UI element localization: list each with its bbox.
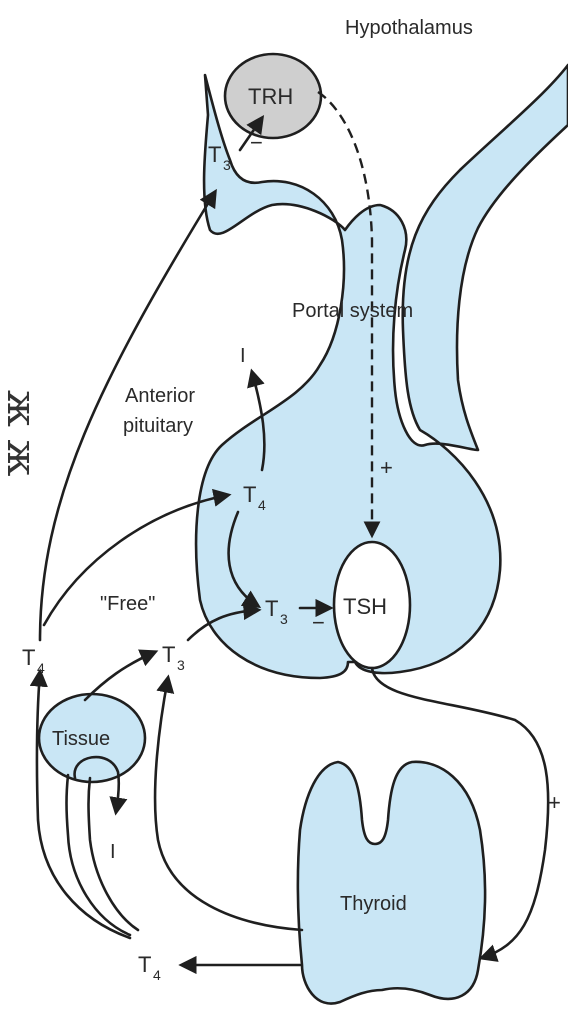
t4-bottom-label: T: [138, 952, 151, 977]
i-pituitary-label: I: [240, 345, 246, 367]
pituitary-label: pituitary: [123, 415, 193, 437]
t3-free-label: T: [162, 642, 175, 667]
portal-system-label: Portal system: [292, 300, 413, 322]
t4-pituitary-sub: 4: [258, 497, 266, 513]
tsh-label: TSH: [343, 594, 387, 619]
t3-pituitary-sub: 3: [280, 611, 288, 627]
plus-pituitary: +: [380, 455, 393, 480]
t3-hypothalamus-label: T: [208, 142, 221, 167]
anterior-label: Anterior: [125, 385, 195, 407]
t4-left-label: T: [22, 645, 35, 670]
thyroid-label: Thyroid: [340, 893, 407, 915]
hypothalamus-label: Hypothalamus: [345, 17, 473, 39]
plus-thyroid: +: [548, 790, 561, 815]
minus-tsh: −: [312, 610, 325, 635]
t3-hypothalamus-sub: 3: [223, 157, 231, 173]
i-tissue-label: I: [110, 841, 116, 863]
side-glyphs: ж ж: [0, 390, 44, 477]
t4-left-sub: 4: [37, 660, 45, 676]
t3-free-sub: 3: [177, 657, 185, 673]
t4-pituitary-label: T: [243, 482, 256, 507]
tissue-label: Tissue: [52, 728, 110, 750]
t4-to-tissue-curve-1: [67, 775, 131, 935]
t4-bottom-sub: 4: [153, 967, 161, 983]
trh-label: TRH: [248, 84, 293, 109]
t3-pituitary-label: T: [265, 596, 278, 621]
minus-hypothalamus: −: [250, 130, 263, 155]
thyroid-shape: [298, 762, 485, 1004]
thyroid-to-free-t3-arrow: [155, 678, 302, 930]
free-label: "Free": [100, 593, 155, 615]
